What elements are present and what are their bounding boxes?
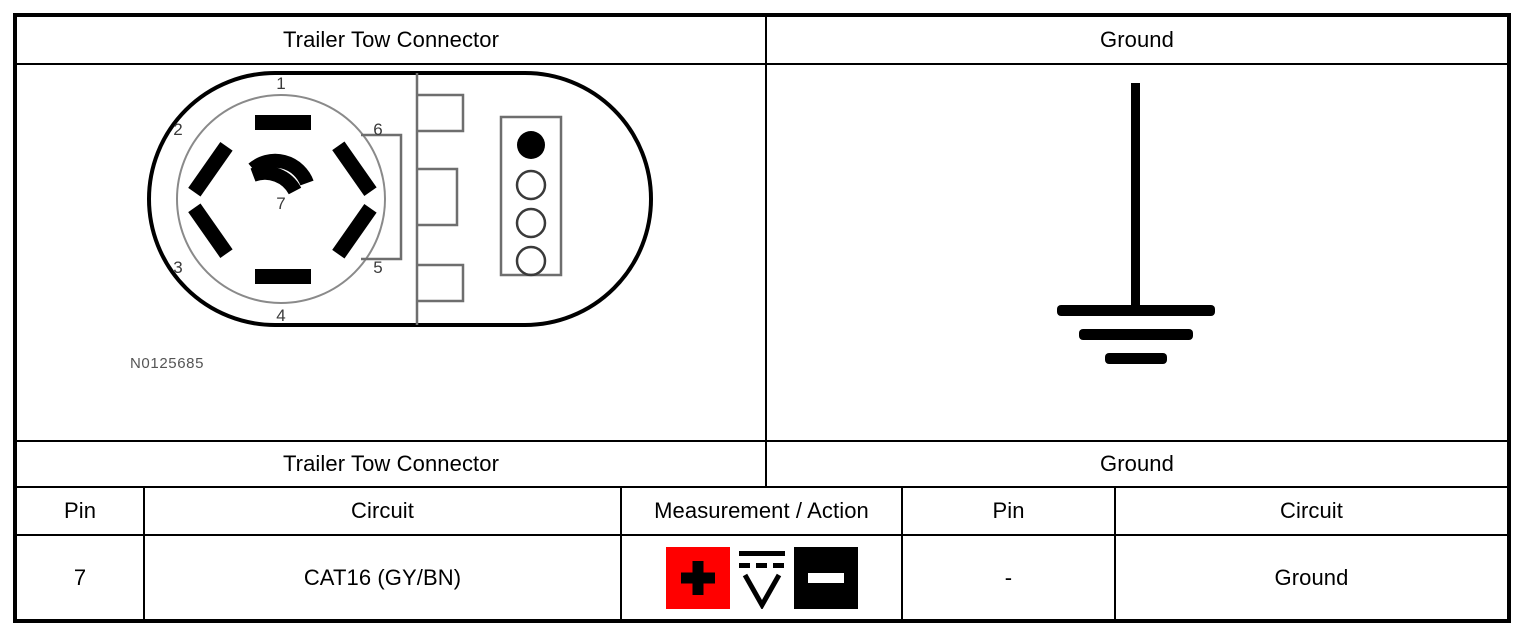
ground-diagram-cell	[767, 65, 1507, 440]
connector-diagram-cell: 1 2 3 4 5 6 7 N0125685	[17, 65, 765, 440]
measurement-icon-group	[622, 536, 901, 619]
cell-circuit-left: CAT16 (GY/BN)	[145, 536, 622, 619]
column-header-circuit-right: Circuit	[1116, 488, 1507, 534]
ground-icon	[1057, 83, 1215, 364]
cell-text-ground-circuit: Ground	[1274, 564, 1349, 590]
column-header-text: Circuit	[1279, 498, 1344, 523]
dc-volts-svg	[738, 550, 785, 610]
column-header-pin-right: Pin	[903, 488, 1116, 534]
cell-text-circuit: CAT16 (GY/BN)	[303, 564, 462, 590]
column-header-text: Pin	[63, 498, 97, 523]
column-header-pin-left: Pin	[17, 488, 145, 534]
pin-blade-6	[332, 141, 377, 196]
part-number-label: N0125685	[130, 355, 205, 372]
pin-blade-7b	[250, 165, 302, 195]
pin-blade-4	[255, 269, 311, 284]
section-title-cell-left: Trailer Tow Connector	[17, 442, 765, 486]
connector-svg: 1 2 3 4 5 6 7	[147, 71, 653, 327]
indicator-filled	[517, 131, 545, 159]
table-row: 7 CAT16 (GY/BN)	[17, 536, 1507, 619]
indicator-hollow	[515, 207, 547, 239]
diagram-row: 1 2 3 4 5 6 7 N0125685	[17, 65, 1507, 440]
section-divider	[765, 17, 767, 488]
column-header-circuit-left: Circuit	[145, 488, 622, 534]
section-title-right: Ground	[1100, 451, 1174, 476]
wiring-diagram-sheet: Trailer Tow Connector Ground	[13, 13, 1511, 623]
pin-blade-3	[188, 203, 233, 258]
pin-label-5: 5	[373, 258, 382, 277]
cell-text-pin: 7	[73, 564, 87, 590]
pin-blade-2	[188, 142, 233, 197]
title-cell-trailer-tow-connector: Trailer Tow Connector	[17, 17, 765, 63]
column-header-text: Circuit	[350, 498, 415, 523]
column-header-text: Measurement / Action	[654, 498, 869, 523]
pin-label-7: 7	[276, 194, 285, 213]
column-header-text: Pin	[992, 498, 1025, 523]
trailer-tow-connector-graphic: 1 2 3 4 5 6 7	[145, 65, 665, 350]
indicator-hollow	[515, 245, 547, 277]
positive-probe-icon	[665, 546, 730, 609]
title-text-left: Trailer Tow Connector	[282, 27, 500, 52]
pin-blade-7a	[248, 153, 314, 186]
cell-circuit-right: Ground	[1116, 536, 1507, 619]
cell-pin-right: -	[903, 536, 1116, 619]
cell-text-ground-pin: -	[1004, 564, 1013, 590]
pin-label-3: 3	[173, 258, 182, 277]
section-title-cell-right: Ground	[767, 442, 1507, 486]
column-header-row: Pin Circuit Measurement / Action Pin Cir…	[17, 488, 1507, 536]
pin-label-4: 4	[276, 306, 285, 325]
pin-label-6: 6	[373, 120, 382, 139]
section-title-left: Trailer Tow Connector	[282, 451, 500, 476]
dc-voltage-icon	[736, 547, 788, 610]
cell-pin-left: 7	[17, 536, 145, 619]
ground-symbol-graphic	[1037, 73, 1237, 378]
column-header-measurement-action: Measurement / Action	[622, 488, 903, 534]
title-cell-ground: Ground	[767, 17, 1507, 63]
indicator-hollow	[515, 169, 547, 201]
pin-label-1: 1	[276, 74, 285, 93]
cell-measurement-action	[622, 536, 903, 619]
pin-label-2: 2	[173, 120, 182, 139]
top-title-row: Trailer Tow Connector Ground	[17, 17, 1507, 65]
negative-probe-icon	[793, 546, 858, 609]
title-text-right: Ground	[1100, 27, 1174, 52]
pin-blade-5	[332, 204, 377, 259]
section-title-row: Trailer Tow Connector Ground	[17, 440, 1507, 488]
pin-blade-1	[255, 115, 311, 130]
